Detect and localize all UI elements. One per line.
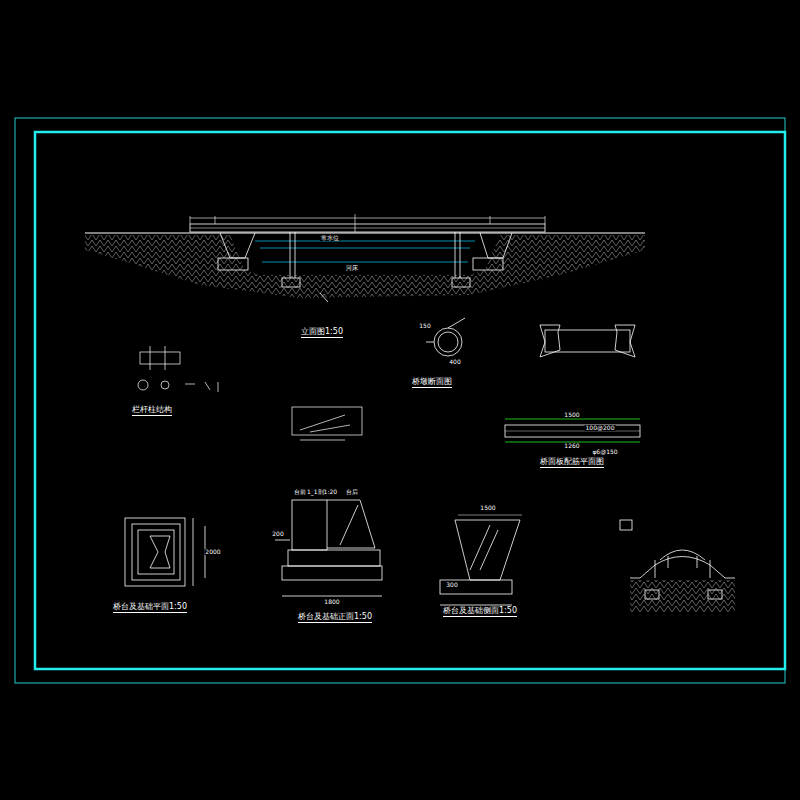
dimension: 300 bbox=[445, 582, 458, 588]
dimension: 150 bbox=[418, 323, 431, 329]
dimension: 2000 bbox=[204, 549, 221, 555]
rebar-spec: 100@200 bbox=[585, 425, 616, 431]
plan-title: 桥面板配筋平面图 bbox=[540, 458, 604, 468]
dimension: 1500 bbox=[479, 505, 496, 511]
dimension: 1260 bbox=[563, 443, 580, 449]
section-mark: 1_1剖1:20 bbox=[306, 489, 338, 495]
detail-title: 栏杆柱结构 bbox=[132, 406, 172, 416]
rebar-spec: φ6@150 bbox=[591, 449, 618, 455]
section-title: 桥墩断面图 bbox=[412, 378, 452, 388]
water-level: 常水位 bbox=[320, 235, 340, 241]
view-title: 桥台及基础侧面1:50 bbox=[443, 607, 517, 617]
view-title: 立面图1:50 bbox=[301, 328, 343, 338]
dimension: 1800 bbox=[323, 599, 340, 605]
section-mark: 台后 bbox=[345, 489, 359, 495]
dimension: 400 bbox=[448, 359, 461, 365]
section-mark: 台前 bbox=[293, 489, 307, 495]
dimension: 200 bbox=[271, 531, 284, 537]
plan-title: 桥台及基础平面1:50 bbox=[113, 603, 187, 613]
dimension: 1500 bbox=[563, 412, 580, 418]
riverbed-label: 河床 bbox=[345, 265, 359, 271]
view-title: 桥台及基础正面1:50 bbox=[298, 613, 372, 623]
